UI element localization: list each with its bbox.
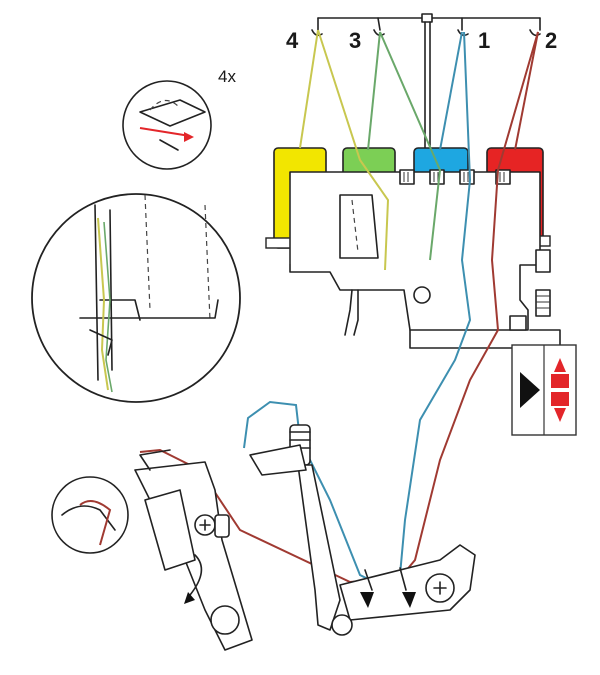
- thread-label-2: 2: [545, 28, 557, 53]
- upper-looper-assembly: [249, 424, 476, 636]
- thread-label-4: 4: [286, 28, 299, 53]
- serger-machine-body: [289, 169, 561, 349]
- thread-label-3: 3: [349, 28, 361, 53]
- thread-4: [299, 29, 390, 271]
- thread-3: [367, 31, 442, 261]
- thread-label-1: 1: [478, 28, 490, 53]
- tension-indicator-icon: [511, 344, 577, 436]
- repeat-note: 4x: [218, 67, 236, 86]
- looper-tip-magnifier: [51, 476, 129, 554]
- magnifier-detail-icon: [122, 80, 212, 170]
- thread-stand: [311, 13, 541, 151]
- looper-detail-magnifier: [31, 193, 241, 403]
- lower-looper-assembly: [134, 449, 253, 651]
